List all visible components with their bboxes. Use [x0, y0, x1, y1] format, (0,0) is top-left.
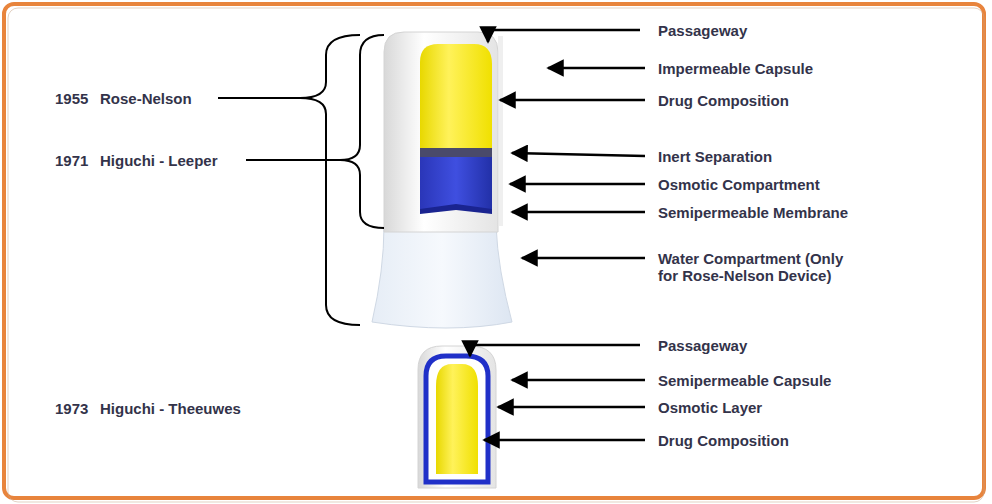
part-label: Drug Composition [658, 92, 789, 109]
part-label: Osmotic Layer [658, 399, 762, 416]
part-label: Impermeable Capsule [658, 60, 813, 77]
part-label: Semipermeable Membrane [658, 204, 848, 221]
device-name: Higuchi - Leeper [100, 152, 218, 169]
part-label: Drug Composition [658, 432, 789, 449]
year-label: 1973 [55, 400, 88, 417]
part-label: Semipermeable Capsule [658, 372, 831, 389]
device-name: Higuchi - Theeuwes [100, 400, 241, 417]
device-name: Rose-Nelson [100, 90, 192, 107]
part-label: Inert Separation [658, 148, 772, 165]
part-label: Passageway [658, 22, 747, 39]
part-label: Passageway [658, 337, 747, 354]
year-label: 1955 [55, 90, 88, 107]
part-label: Water Compartment (Only for Rose-Nelson … [658, 250, 858, 284]
year-label: 1971 [55, 152, 88, 169]
part-label: Osmotic Compartment [658, 176, 820, 193]
